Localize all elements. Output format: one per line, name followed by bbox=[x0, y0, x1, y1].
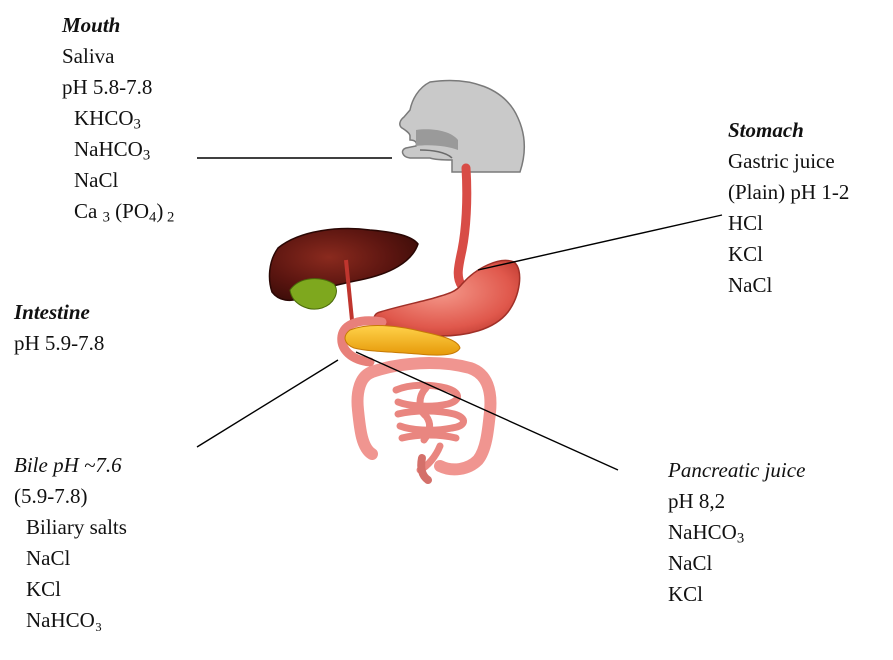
mouth-label-group: Mouth Saliva pH 5.8-7.8 KHCO3 NaHCO3 NaC… bbox=[62, 10, 174, 227]
gallbladder bbox=[290, 279, 336, 309]
mouth-component-nacl: NaCl bbox=[62, 165, 174, 196]
small-intestine bbox=[396, 385, 464, 470]
stomach-component-kcl: KCl bbox=[728, 239, 849, 270]
pancreas-component-nahco3: NaHCO3 bbox=[668, 517, 805, 548]
stomach-component-nacl: NaCl bbox=[728, 270, 849, 301]
intestine-title: Intestine bbox=[14, 297, 104, 328]
pancreas-component-kcl: KCl bbox=[668, 579, 805, 610]
stomach-leader bbox=[478, 215, 722, 270]
pancreas-label-group: Pancreatic juice pH 8,2 NaHCO3 NaCl KCl bbox=[668, 455, 805, 610]
bile-label-group: Bile pH ~7.6 (5.9-7.8) Biliary salts NaC… bbox=[14, 450, 127, 636]
stomach-label-group: Stomach Gastric juice (Plain) pH 1-2 HCl… bbox=[728, 115, 849, 301]
bile-component-nacl: NaCl bbox=[14, 543, 127, 574]
bile-title: Bile pH ~7.6 bbox=[14, 450, 127, 481]
head-profile bbox=[400, 81, 524, 173]
stomach bbox=[374, 260, 519, 336]
mouth-fluid: Saliva bbox=[62, 41, 174, 72]
stomach-ph: (Plain) pH 1-2 bbox=[728, 177, 849, 208]
bile-component-biliary-salts: Biliary salts bbox=[14, 512, 127, 543]
pancreas-title: Pancreatic juice bbox=[668, 455, 805, 486]
bile-component-kcl: KCl bbox=[14, 574, 127, 605]
pancreas-component-nacl: NaCl bbox=[668, 548, 805, 579]
mouth-title: Mouth bbox=[62, 10, 174, 41]
esophagus bbox=[458, 168, 467, 286]
bile-component-nahco3: NaHCO₃ bbox=[14, 605, 127, 636]
mouth-component-nahco3: NaHCO3 bbox=[62, 134, 174, 165]
intestine-ph: pH 5.9-7.8 bbox=[14, 328, 104, 359]
bile-ph-range: (5.9-7.8) bbox=[14, 481, 127, 512]
stomach-fluid: Gastric juice bbox=[728, 146, 849, 177]
stomach-title: Stomach bbox=[728, 115, 849, 146]
pancreas-ph: pH 8,2 bbox=[668, 486, 805, 517]
mouth-ph: pH 5.8-7.8 bbox=[62, 72, 174, 103]
mouth-component-calcium-phosphate: Ca 3 (PO4) 2 bbox=[62, 196, 174, 227]
stomach-component-hcl: HCl bbox=[728, 208, 849, 239]
intestine-label-group: Intestine pH 5.9-7.8 bbox=[14, 297, 104, 359]
bile-leader bbox=[197, 360, 338, 447]
mouth-component-khco3: KHCO3 bbox=[62, 103, 174, 134]
